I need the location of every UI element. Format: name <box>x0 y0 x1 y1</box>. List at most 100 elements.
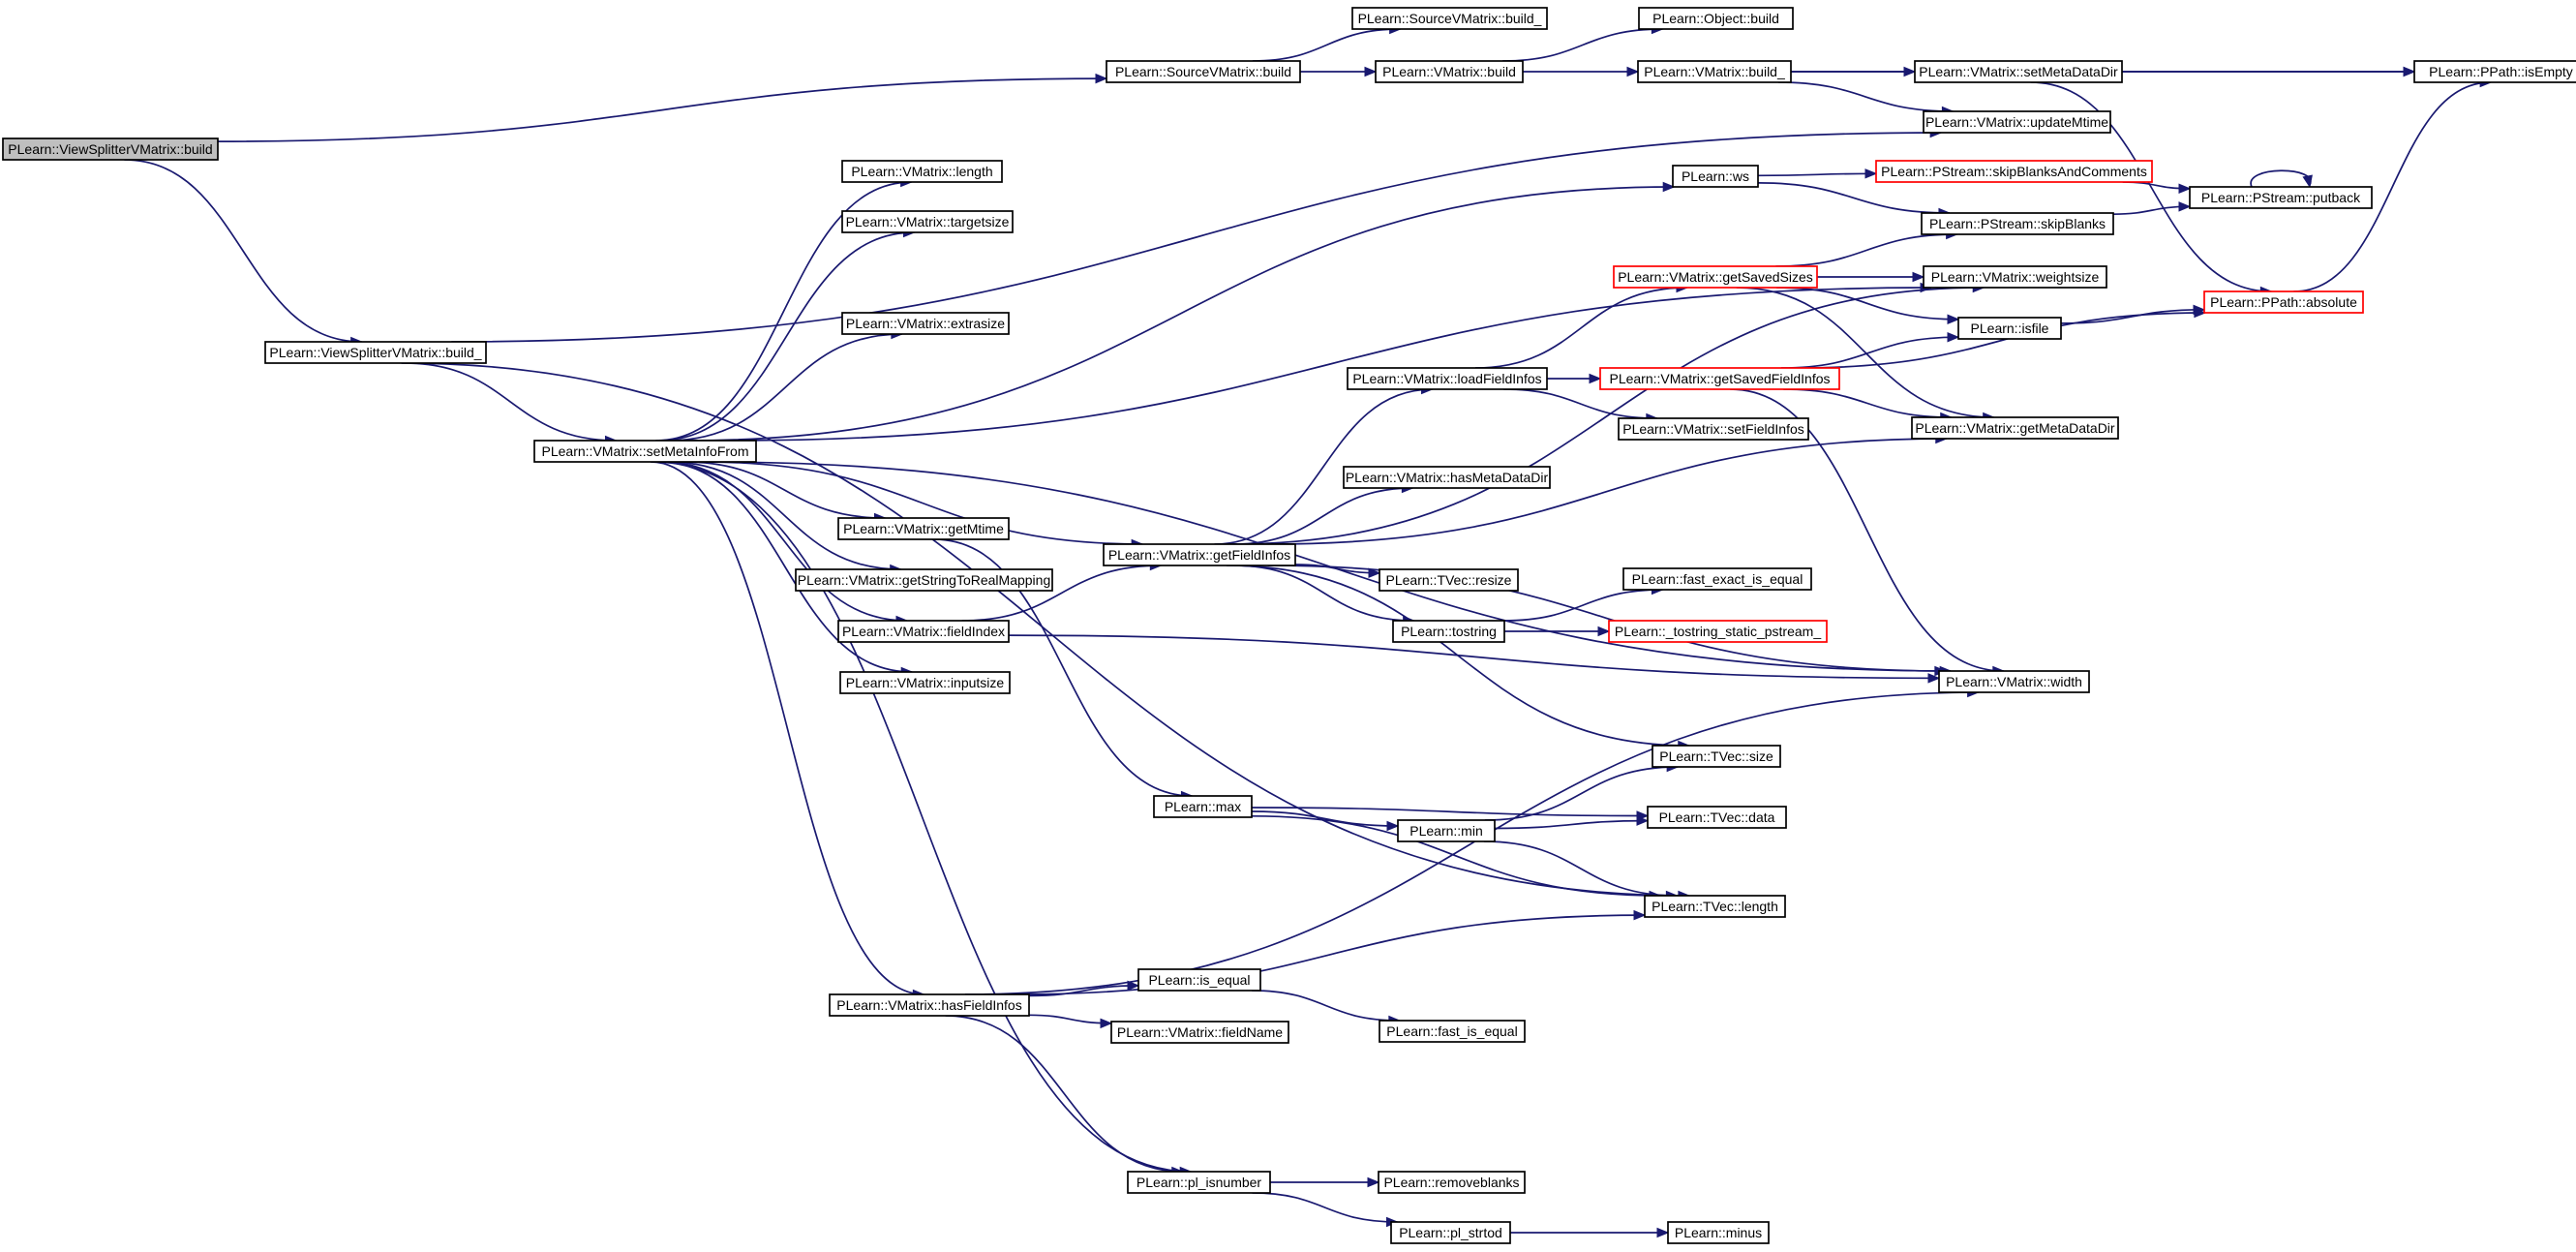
node-box <box>1644 895 1786 918</box>
node-min[interactable]: PLearn::min <box>1397 819 1496 842</box>
node-tvec-size[interactable]: PLearn::TVec::size <box>1652 745 1781 768</box>
node-label: PLearn::TVec::resize <box>1386 572 1512 588</box>
edge-putback-to-putback <box>2250 169 2312 188</box>
node-label: PLearn::TVec::size <box>1659 748 1773 764</box>
node-vs-build[interactable]: PLearn::ViewSplitterVMatrix::build_ <box>264 341 487 364</box>
node-box <box>1103 543 1296 566</box>
node-targetsize[interactable]: PLearn::VMatrix::targetsize <box>841 210 1014 233</box>
node-label: PLearn::ViewSplitterVMatrix::build_ <box>269 345 481 360</box>
arrowhead <box>1864 168 1878 179</box>
arrowhead <box>1656 1227 1670 1238</box>
node-vm-length[interactable]: PLearn::VMatrix::length <box>841 160 1003 183</box>
edge-get-field-infos-to-has-meta-data-dir <box>1233 487 1413 545</box>
node-ws[interactable]: PLearn::ws <box>1672 165 1759 188</box>
arrowhead <box>1368 567 1381 579</box>
node-sv-build[interactable]: PLearn::SourceVMatrix::build <box>1106 60 1301 83</box>
node-is-empty[interactable]: PLearn::PPath::isEmpty <box>2413 60 2576 83</box>
arrowhead <box>1127 980 1140 992</box>
arrowhead <box>1364 66 1378 77</box>
node-label: PLearn::isfile <box>1971 321 2049 336</box>
node-set-field-infos[interactable]: PLearn::VMatrix::setFieldInfos <box>1618 417 1809 441</box>
edges-layer <box>124 23 2493 1238</box>
node-vm-build[interactable]: PLearn::VMatrix::build <box>1375 60 1524 83</box>
node-has-meta-data-dir[interactable]: PLearn::VMatrix::hasMetaDataDir <box>1343 466 1551 489</box>
node-skip-blanks-and-comments[interactable]: PLearn::PStream::skipBlanksAndComments <box>1875 160 2153 183</box>
node-label: PLearn::is_equal <box>1148 972 1250 988</box>
node-get-saved-field-infos[interactable]: PLearn::VMatrix::getSavedFieldInfos <box>1599 367 1840 390</box>
node-tostring-static[interactable]: PLearn::_tostring_static_pstream_ <box>1608 620 1828 643</box>
node-vm-build[interactable]: PLearn::VMatrix::build_ <box>1637 60 1792 83</box>
arrowhead <box>2403 66 2416 77</box>
edge-min-to-tvec-length <box>1484 840 1678 897</box>
node-skip-blanks[interactable]: PLearn::PStream::skipBlanks <box>1921 212 2114 235</box>
edge-vm-build-to-obj-build <box>1502 28 1663 62</box>
arrowhead <box>2178 183 2192 195</box>
edge-has-field-infos-to-field-name <box>1028 1014 1112 1024</box>
node-weightsize[interactable]: PLearn::VMatrix::weightsize <box>1923 265 2107 289</box>
edge-set-meta-info-from-to-pl-isnumber <box>652 461 1192 1173</box>
node-update-mtime[interactable]: PLearn::VMatrix::updateMtime <box>1923 110 2111 134</box>
node-isfile[interactable]: PLearn::isfile <box>1957 317 2062 340</box>
edge-min-to-tvec-data <box>1494 819 1649 830</box>
node-set-meta-data-dir[interactable]: PLearn::VMatrix::setMetaDataDir <box>1914 60 2123 83</box>
node-pl-isnumber[interactable]: PLearn::pl_isnumber <box>1127 1171 1271 1194</box>
node-tvec-resize[interactable]: PLearn::TVec::resize <box>1379 568 1519 592</box>
node-tostring[interactable]: PLearn::tostring <box>1392 620 1505 643</box>
node-field-name[interactable]: PLearn::VMatrix::fieldName <box>1110 1021 1289 1044</box>
node-sv-build[interactable]: PLearn::SourceVMatrix::build_ <box>1351 7 1548 30</box>
arrowhead <box>1636 815 1650 826</box>
edge-set-meta-data-dir-to-absolute <box>2030 81 2272 292</box>
node-set-meta-info-from[interactable]: PLearn::VMatrix::setMetaInfoFrom <box>533 440 757 463</box>
node-label: PLearn::VMatrix::width <box>1946 674 2082 689</box>
node-label: PLearn::VMatrix::setFieldInfos <box>1622 421 1804 437</box>
node-vs-build[interactable]: PLearn::ViewSplitterVMatrix::build <box>2 137 219 161</box>
node-box <box>1647 806 1787 829</box>
node-minus[interactable]: PLearn::minus <box>1667 1221 1770 1244</box>
edge-get-field-infos-to-load-field-infos <box>1214 388 1433 545</box>
node-label: PLearn::VMatrix::getSavedSizes <box>1618 269 1813 285</box>
node-get-string-to-real-mapping[interactable]: PLearn::VMatrix::getStringToRealMapping <box>795 568 1053 592</box>
node-box <box>1921 212 2114 235</box>
edge-set-meta-info-from-to-inputsize <box>657 461 913 673</box>
node-obj-build[interactable]: PLearn::Object::build <box>1638 7 1794 30</box>
node-putback[interactable]: PLearn::PStream::putback <box>2189 186 2373 209</box>
arrowhead <box>1912 271 1925 283</box>
node-get-saved-sizes[interactable]: PLearn::VMatrix::getSavedSizes <box>1613 265 1818 289</box>
node-fast-is-equal[interactable]: PLearn::fast_is_equal <box>1379 1020 1526 1043</box>
node-get-meta-data-dir[interactable]: PLearn::VMatrix::getMetaDataDir <box>1911 416 2119 440</box>
node-label: PLearn::_tostring_static_pstream_ <box>1615 624 1821 639</box>
node-box <box>1672 165 1759 188</box>
node-box <box>837 517 1010 540</box>
node-box <box>1347 367 1548 390</box>
node-box <box>2 137 219 161</box>
node-label: PLearn::TVec::length <box>1652 899 1778 914</box>
node-get-mtime[interactable]: PLearn::VMatrix::getMtime <box>837 517 1010 540</box>
edge-vs-build-to-tvec-length <box>401 362 1689 897</box>
node-box <box>1923 110 2111 134</box>
node-load-field-infos[interactable]: PLearn::VMatrix::loadFieldInfos <box>1347 367 1548 390</box>
node-fast-exact-is-equal[interactable]: PLearn::fast_exact_is_equal <box>1622 567 1812 591</box>
node-box <box>1397 819 1496 842</box>
edge-max-to-tvec-data <box>1251 807 1649 817</box>
node-absolute[interactable]: PLearn::PPath::absolute <box>2203 290 2364 314</box>
node-has-field-infos[interactable]: PLearn::VMatrix::hasFieldInfos <box>829 993 1030 1017</box>
node-label: PLearn::PStream::skipBlanks <box>1929 216 2106 231</box>
node-box <box>1618 417 1809 441</box>
node-pl-strtod[interactable]: PLearn::pl_strtod <box>1390 1221 1511 1244</box>
node-tvec-data[interactable]: PLearn::TVec::data <box>1647 806 1787 829</box>
node-is-equal[interactable]: PLearn::is_equal <box>1137 968 1261 992</box>
node-removeblanks[interactable]: PLearn::removeblanks <box>1378 1171 1526 1194</box>
node-extrasize[interactable]: PLearn::VMatrix::extrasize <box>841 312 1010 335</box>
node-field-index[interactable]: PLearn::VMatrix::fieldIndex <box>837 620 1010 643</box>
node-max[interactable]: PLearn::max <box>1153 795 1253 818</box>
node-width[interactable]: PLearn::VMatrix::width <box>1938 670 2090 693</box>
node-box <box>533 440 757 463</box>
node-get-field-infos[interactable]: PLearn::VMatrix::getFieldInfos <box>1103 543 1296 566</box>
edge-set-meta-info-from-to-get-field-infos <box>702 461 1143 545</box>
node-tvec-length[interactable]: PLearn::TVec::length <box>1644 895 1786 918</box>
node-inputsize[interactable]: PLearn::VMatrix::inputsize <box>839 671 1011 694</box>
node-box <box>1652 745 1781 768</box>
edge-set-meta-info-from-to-extrasize <box>668 333 902 442</box>
node-label: PLearn::SourceVMatrix::build <box>1115 64 1291 79</box>
edge-set-meta-info-from-to-get-mtime <box>682 461 886 519</box>
